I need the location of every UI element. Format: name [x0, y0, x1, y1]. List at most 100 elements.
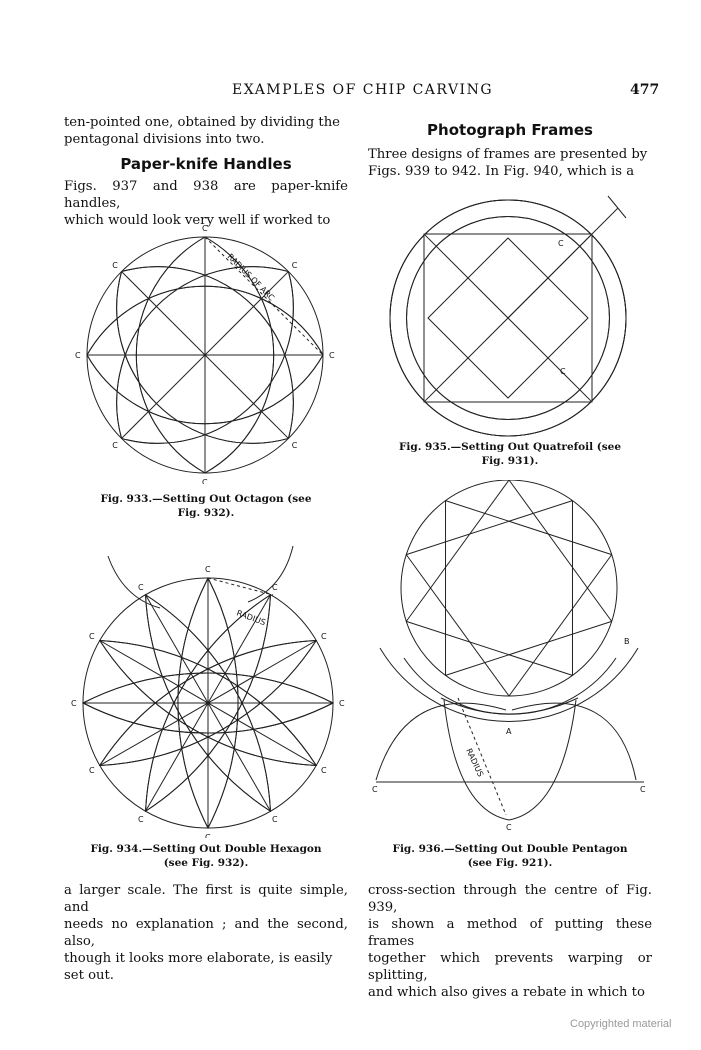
- petal-lens: [145, 594, 272, 813]
- text-line: Three designs of frames are presented by: [368, 147, 648, 162]
- page-header: EXAMPLES OF CHIP CARVING 477: [0, 82, 701, 102]
- inner-square: [423, 233, 593, 403]
- text-line: which would look very well if worked to: [64, 213, 331, 228]
- figure-934-caption: Fig. 934.—Setting Out Double Hexagon (se…: [64, 842, 348, 870]
- point-label-c: C: [138, 583, 144, 592]
- arc-lens: [116, 266, 294, 444]
- frame-arc-outer: [379, 647, 639, 722]
- text-line: cross-section through the centre of Fig.…: [368, 883, 652, 915]
- point-label-c: C: [506, 823, 512, 832]
- star-line: [406, 620, 573, 676]
- point-label-c: C: [89, 632, 95, 641]
- construction-line: [507, 207, 619, 319]
- point-label-c: C: [272, 815, 278, 824]
- quatrefoil-inner-lens: [406, 216, 610, 420]
- text-line: pentagonal divisions into two.: [64, 132, 265, 147]
- point-label-c: C: [558, 239, 564, 248]
- caption-line: Fig. 932).: [177, 507, 235, 519]
- radius-dashed-line: [204, 236, 324, 356]
- point-label-c: C: [205, 565, 211, 574]
- text-line: and which also gives a rebate in which t…: [368, 985, 645, 1000]
- star-line: [508, 554, 613, 697]
- caption-line: (see Fig. 932).: [163, 857, 249, 869]
- point-label-c: C: [560, 367, 566, 376]
- star-line: [508, 480, 613, 622]
- text-line: is shown a method of putting these frame…: [368, 917, 652, 949]
- point-label-c: C: [112, 441, 118, 450]
- radius-label: RADIUS: [464, 747, 485, 778]
- point-label-c: C: [89, 766, 95, 775]
- text-line: Figs. 939 to 942. In Fig. 940, which is …: [368, 164, 635, 179]
- left-intro-paragraph: ten-pointed one, obtained by dividing th…: [64, 114, 348, 148]
- text-line: a larger scale. The first is quite simpl…: [64, 883, 348, 915]
- caption-line: Fig. 936.—Setting Out Double Pentagon: [392, 843, 628, 855]
- caption-line: Fig. 934.—Setting Out Double Hexagon: [90, 843, 322, 855]
- construction-tick: [607, 195, 627, 219]
- text-line: together which prevents warping or split…: [368, 951, 652, 983]
- caption-line: (see Fig. 921).: [467, 857, 553, 869]
- point-label-c: C: [321, 632, 327, 641]
- point-label-c: C: [202, 478, 208, 484]
- frame-arc-inner: [403, 657, 617, 715]
- construction-arc-left: [375, 702, 507, 781]
- outer-circle: [400, 480, 618, 697]
- star-line: [445, 620, 612, 676]
- right-bottom-paragraph: cross-section through the centre of Fig.…: [368, 882, 652, 1001]
- point-label-c: C: [71, 699, 77, 708]
- running-title: EXAMPLES OF CHIP CARVING: [232, 82, 494, 98]
- radius-dashed-line: [207, 577, 274, 596]
- text-line: ten-pointed one, obtained by dividing th…: [64, 115, 340, 130]
- star-line: [406, 500, 573, 556]
- figure-935-caption: Fig. 935.—Setting Out Quatrefoil (see Fi…: [368, 440, 652, 468]
- point-label-c: C: [272, 583, 278, 592]
- point-label-c: C: [339, 699, 345, 708]
- point-label-c: C: [292, 261, 298, 270]
- radius-of-arc-label: RADIUS OF ARC: [226, 252, 277, 303]
- left-bottom-paragraph: a larger scale. The first is quite simpl…: [64, 882, 348, 984]
- inner-diamond: [427, 237, 589, 399]
- caption-line: Fig. 931).: [481, 455, 539, 467]
- point-label-c: C: [372, 785, 378, 794]
- star-line: [445, 500, 612, 556]
- star-line: [405, 554, 510, 697]
- arc-lens: [86, 285, 324, 425]
- radius-dashed-line: [457, 697, 507, 816]
- radius-label: RADIUS: [235, 608, 266, 627]
- caption-line: Fig. 933.—Setting Out Octagon (see: [100, 493, 312, 505]
- point-label-b: B: [624, 637, 630, 646]
- diameter-line: [145, 594, 271, 812]
- point-label-c: C: [321, 766, 327, 775]
- caption-line: Fig. 935.—Setting Out Quatrefoil (see: [398, 441, 622, 453]
- frame-arc-lower: [440, 697, 579, 715]
- point-label-c: C: [138, 815, 144, 824]
- heading-photograph-frames: Photograph Frames: [427, 121, 593, 139]
- right-paragraph: Three designs of frames are presented by…: [368, 146, 652, 180]
- diameter-line: [121, 271, 289, 439]
- copyright-notice: Copyrighted material: [570, 1018, 672, 1030]
- left-paragraph: Figs. 937 and 938 are paper-knife handle…: [64, 178, 348, 229]
- point-label-c: C: [292, 441, 298, 450]
- page-number: 477: [630, 82, 660, 98]
- petal-lens: [99, 639, 318, 766]
- star-line: [405, 480, 510, 622]
- quatrefoil-lens: [389, 199, 627, 437]
- text-line: set out.: [64, 968, 114, 983]
- arc-lens: [116, 266, 294, 444]
- heading-paper-knife-handles: Paper-knife Handles: [120, 155, 292, 173]
- point-label-c: C: [202, 224, 208, 233]
- point-label-c: C: [112, 261, 118, 270]
- petal-lens: [82, 672, 335, 734]
- text-line: though it looks more elaborate, is easil…: [64, 951, 333, 966]
- text-line: Figs. 937 and 938 are paper-knife handle…: [64, 179, 348, 211]
- construction-arc: [107, 555, 161, 609]
- petal-lens: [145, 593, 272, 812]
- point-label-c: C: [75, 351, 81, 360]
- quatrefoil-diagram: CC: [389, 195, 627, 437]
